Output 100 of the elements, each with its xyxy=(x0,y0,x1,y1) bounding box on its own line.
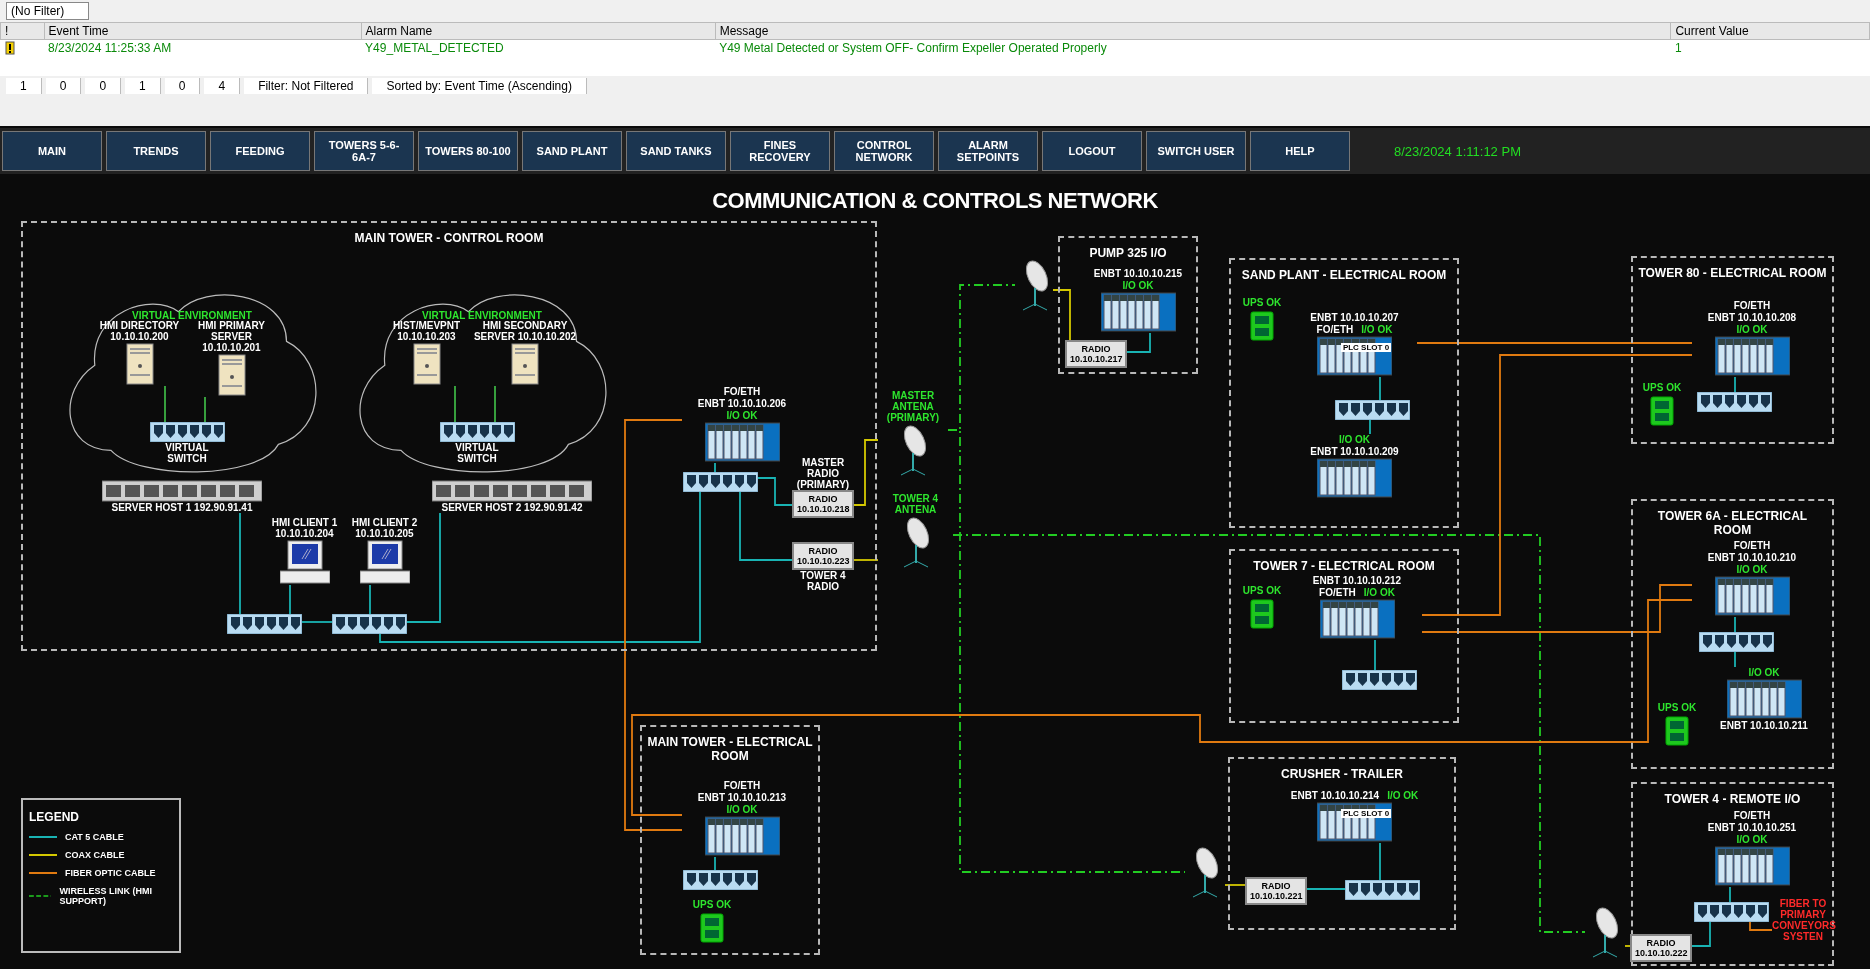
cable-line xyxy=(631,599,1693,816)
cable-line xyxy=(1734,376,1736,393)
cable-line xyxy=(1416,342,1693,344)
column-header: Alarm Name xyxy=(361,22,716,40)
cable-line xyxy=(1224,884,1246,886)
cable-line xyxy=(714,856,716,871)
room-title: PUMP 325 I/O xyxy=(1089,246,1167,260)
client-label: HMI CLIENT 1 10.10.10.204 xyxy=(270,517,339,539)
room-boundary xyxy=(640,725,820,955)
nav-button: ALARM SETPOINTS xyxy=(938,131,1038,171)
room-boundary xyxy=(1631,256,1834,444)
column-header: ! xyxy=(0,22,44,40)
column-header: Event Time xyxy=(44,22,362,40)
cable-line xyxy=(1126,332,1151,353)
host-label: SERVER HOST 2 192.90.91.42 xyxy=(441,502,583,513)
status-text: I/O OK xyxy=(1736,324,1768,335)
cable-line xyxy=(1379,842,1381,881)
device-label: FO/ETH xyxy=(1733,540,1771,551)
counter-value: 0 xyxy=(45,78,82,94)
client-label: HMI CLIENT 2 10.10.10.205 xyxy=(350,517,419,539)
nav-button: HELP xyxy=(1250,131,1350,171)
nav-button: TOWERS 5-6-6A-7 xyxy=(314,131,414,171)
cable-line xyxy=(379,491,701,643)
cable-line xyxy=(1734,651,1736,668)
server-label: HMI PRIMARY SERVER 10.10.10.201 xyxy=(197,320,266,353)
room-title: TOWER 7 - ELECTRICAL ROOM xyxy=(1253,559,1435,573)
server-label: HIST/MEVPNT 10.10.10.203 xyxy=(391,320,462,342)
cable-line xyxy=(1729,886,1731,903)
table-cell: 1 xyxy=(1670,39,1870,76)
room-title: CRUSHER - TRAILER xyxy=(1281,767,1403,781)
room-title: MAIN TOWER - ELECTRICAL ROOM xyxy=(646,735,814,763)
room-boundary xyxy=(1229,258,1459,528)
wireless-link-line xyxy=(952,534,1586,933)
plc-label: PLC SLOT 0 xyxy=(1341,809,1391,818)
device-label: ENBT 10.10.10.213 xyxy=(697,792,787,803)
cable-line xyxy=(406,512,441,623)
switch-label: VIRTUAL SWITCH xyxy=(164,442,210,464)
counter-value: 1 xyxy=(6,78,42,94)
cable-line xyxy=(1379,376,1381,401)
cable-line xyxy=(1369,419,1371,435)
diagram-title: COMMUNICATION & CONTROLS NETWORK xyxy=(711,188,1159,214)
caption-text: TOWER 4 RADIO xyxy=(799,570,847,592)
status-text: Sorted by: Event Time (Ascending) xyxy=(372,78,587,94)
cable-line xyxy=(1374,639,1376,671)
counter-value: 1 xyxy=(125,78,161,94)
device-label: ENBT 10.10.10.206 xyxy=(697,398,787,409)
device-label: ENBT 10.10.10.215 xyxy=(1093,268,1183,279)
cable-line xyxy=(494,385,496,423)
device-label: FO/ETH xyxy=(1319,587,1356,598)
status-text: UPS OK xyxy=(1657,702,1697,713)
cable-line xyxy=(739,491,793,561)
device-label: ENBT 10.10.10.214 xyxy=(1290,790,1380,801)
room-boundary xyxy=(21,221,877,651)
host-label: SERVER HOST 1 192.90.91.41 xyxy=(111,502,253,513)
nav-button: MAIN xyxy=(2,131,102,171)
status-text: UPS OK xyxy=(1242,297,1282,308)
cable-line xyxy=(301,621,333,623)
cable-line xyxy=(1749,921,1773,931)
cable-line xyxy=(757,477,793,506)
cable-line xyxy=(454,385,456,423)
status-text: I/O OK xyxy=(1736,564,1768,575)
nav-button: FINES RECOVERY xyxy=(730,131,830,171)
legend-heading: LEGEND xyxy=(29,810,80,824)
table-cell: Y49 Metal Detected or System OFF- Confirm Expeller Operated Properly xyxy=(715,39,1671,76)
cable-line xyxy=(289,584,291,615)
cable-line xyxy=(204,396,206,423)
radio-label: RADIO 10.10.10.223 xyxy=(792,542,854,570)
radio-label: RADIO 10.10.10.221 xyxy=(1245,877,1307,905)
cloud-title: VIRTUAL ENVIRONMENT xyxy=(132,310,252,321)
nav-button: FEEDING xyxy=(210,131,310,171)
device-label: FO/ETH xyxy=(1733,300,1771,311)
status-text: I/O OK xyxy=(1122,280,1154,291)
device-label: FO/ETH xyxy=(1316,324,1354,335)
cable-line xyxy=(239,512,241,615)
room-boundary xyxy=(1228,757,1456,930)
counter-value: 0 xyxy=(164,78,201,94)
note-text: FIBER TO PRIMARY CONVEYORS SYSTEN xyxy=(1772,898,1834,942)
room-title: TOWER 6A - ELECTRICAL ROOM xyxy=(1656,509,1809,537)
room-boundary xyxy=(1631,499,1834,769)
cable-line xyxy=(164,385,166,423)
cable-line xyxy=(1421,584,1693,633)
status-text: UPS OK xyxy=(1242,585,1282,596)
switch-label: VIRTUAL SWITCH xyxy=(454,442,500,464)
clock-text: 8/23/2024 1:11:12 PM xyxy=(1394,143,1521,159)
status-text: I/O OK xyxy=(726,804,758,815)
device-label: ENBT 10.10.10.211 xyxy=(1720,720,1808,731)
cable-line xyxy=(369,584,371,615)
nav-button: TOWERS 80-100 xyxy=(418,131,518,171)
room-boundary xyxy=(1058,236,1198,374)
device-label: ENBT 10.10.10.212 xyxy=(1312,575,1402,586)
legend-label: FIBER OPTIC CABLE xyxy=(65,868,156,878)
radio-label: RADIO 10.10.10.217 xyxy=(1065,340,1127,368)
nav-button: SAND PLANT xyxy=(522,131,622,171)
cable-line xyxy=(1624,945,1631,947)
cable-line xyxy=(853,559,879,561)
device-label: FO/ETH xyxy=(1733,810,1771,821)
cable-line xyxy=(1734,616,1736,633)
legend-label: CAT 5 CABLE xyxy=(65,832,124,842)
cable-line xyxy=(714,462,716,473)
legend-label: COAX CABLE xyxy=(65,850,125,860)
